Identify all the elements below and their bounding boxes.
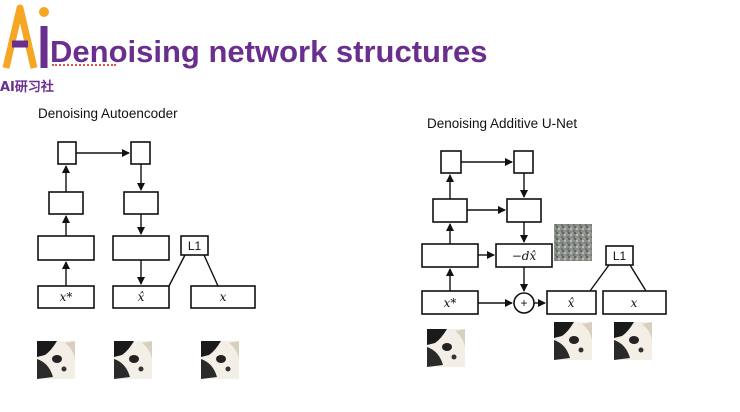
- ae-loss-label: L1: [188, 239, 202, 253]
- ae-loss-edge: [203, 254, 219, 287]
- ae-target-node: [190, 285, 256, 309]
- slide-title: Denoising network structures: [50, 34, 488, 69]
- brand-logo-icon: [2, 4, 49, 69]
- un-enc-node: [421, 243, 479, 268]
- un-target-node: [602, 290, 667, 315]
- un-plus-label: +: [520, 296, 527, 310]
- ae-target-panda-image: [201, 341, 239, 379]
- ae-input-label: x*: [60, 290, 73, 304]
- brand-logo-text: AI研习社: [0, 80, 54, 95]
- ae-output-panda-image: [114, 341, 152, 379]
- un-noise-image: [554, 224, 592, 261]
- un-output-panda-image: [554, 322, 592, 360]
- un-mid-right-node: [506, 198, 542, 223]
- ae-mid-left-node: [48, 191, 84, 215]
- unet-diagram: x* −dx̂ + x̂ x L1: [421, 150, 667, 367]
- un-top-left-node: [440, 150, 462, 174]
- un-output-node: [546, 290, 597, 315]
- un-loss-edge: [589, 264, 610, 292]
- autoencoder-diagram: x* x̂ x L1: [37, 141, 256, 379]
- ae-loss-node: [180, 235, 209, 256]
- un-loss-label: L1: [613, 249, 627, 263]
- ae-dec-node: [112, 235, 170, 261]
- un-residual-label: −dx̂: [512, 249, 537, 263]
- ae-loss-edge: [168, 254, 186, 287]
- ae-enc-node: [37, 235, 95, 261]
- ae-target-label: x: [220, 290, 227, 304]
- unet-heading: Denoising Additive U-Net: [427, 116, 578, 131]
- un-target-label: x: [631, 296, 638, 310]
- un-target-panda-image: [614, 322, 652, 360]
- un-loss-node: [605, 245, 634, 266]
- autoencoder-heading: Denoising Autoencoder: [38, 106, 178, 121]
- ae-top-left-node: [57, 141, 77, 165]
- ae-mid-right-node: [123, 191, 159, 215]
- ae-output-node: [112, 285, 170, 309]
- ae-output-label: x̂: [138, 290, 145, 304]
- un-input-label: x*: [444, 296, 457, 310]
- ae-input-panda-image: [37, 341, 75, 379]
- un-input-panda-image: [427, 329, 465, 367]
- un-output-label: x̂: [568, 296, 575, 310]
- ae-top-right-node: [130, 141, 151, 165]
- un-mid-left-node: [432, 198, 468, 223]
- un-top-right-node: [513, 150, 534, 174]
- un-loss-edge: [629, 264, 647, 292]
